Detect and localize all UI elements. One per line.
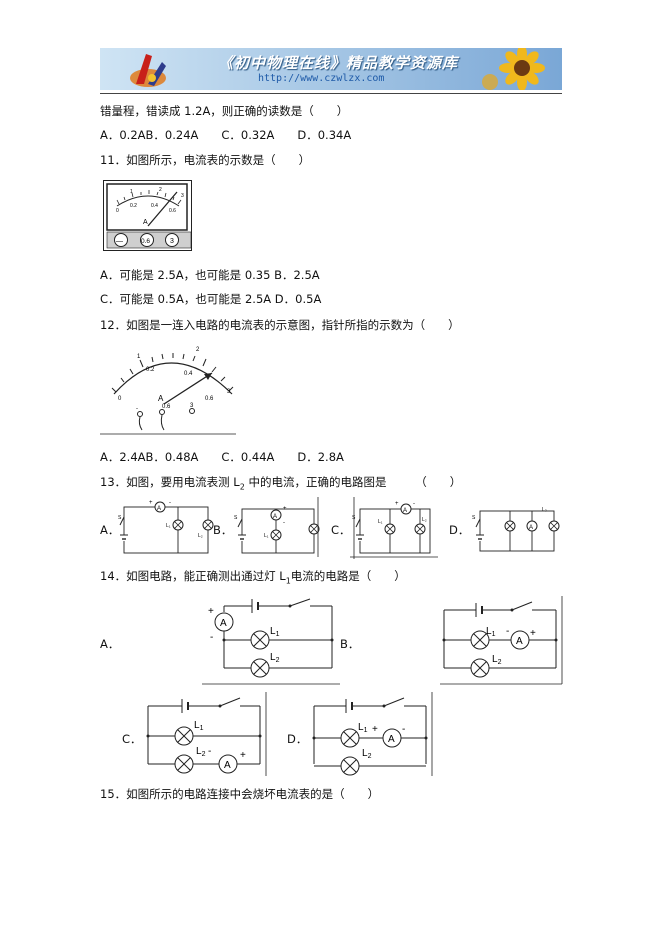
svg-text:S: S [118, 515, 122, 521]
svg-text:S: S [234, 515, 238, 521]
svg-text:L2: L2 [270, 652, 280, 664]
q12-ammeter-figure: 0 1 0.2 2 0.4 3 0.6 A - 0.6 3 [100, 347, 236, 435]
q12-terminal-3: 3 [190, 403, 194, 409]
svg-text:+: + [149, 500, 153, 506]
q12-tick-0-4: 0.4 [184, 371, 193, 377]
svg-text:-: - [208, 746, 211, 757]
svg-text:A: A [388, 734, 395, 745]
q11-option-1: A．可能是 2.5A，也可能是 0.35 B．2.5A [100, 268, 320, 282]
q12-text: 12．如图是一连入电路的电流表的示意图，指针所指的示数为（ ） [100, 318, 460, 332]
q14-label-a: A． [100, 637, 120, 651]
logo-icon [130, 54, 166, 87]
q11-terminal-3: 3 [170, 238, 174, 245]
q14-circuit-a: A + - L1 L2 [202, 598, 340, 685]
svg-text:+: + [283, 506, 287, 512]
q11-tick-0-4: 0.4 [151, 203, 158, 209]
q13-text: 13．如图，要用电流表测 L2 中的电流，正确的电路图是 （ ） [100, 475, 462, 492]
q12-tick-0: 0 [118, 396, 122, 402]
header-rule [100, 93, 562, 94]
q14-label-c: C． [122, 732, 142, 746]
q11-tick-1: 1 [130, 189, 133, 195]
q14-label-b: B． [340, 637, 360, 651]
q14-label-d: D． [287, 732, 308, 746]
q12-tick-3: 3 [227, 389, 231, 395]
q11-tick-2: 2 [159, 187, 162, 193]
svg-text:+: + [208, 606, 214, 617]
svg-text:L1: L1 [358, 722, 368, 734]
svg-text:L₁: L₁ [166, 523, 171, 529]
sunflower-icon [482, 48, 545, 90]
q11-text: 11．如图所示，电流表的示数是（ ） [100, 153, 311, 167]
banner-url: http://www.czwlzx.com [258, 73, 385, 84]
q13-circuit-a: A + - L₁ L₂ S [118, 500, 214, 554]
svg-text:L2: L2 [196, 746, 206, 758]
q11-tick-0-2: 0.2 [130, 203, 137, 209]
svg-text:-: - [506, 626, 509, 637]
svg-text:L₂: L₂ [198, 533, 203, 539]
q12-tick-1: 1 [137, 354, 141, 360]
q13-label-b: B． [213, 523, 233, 537]
q13-label-d: D． [449, 523, 470, 537]
banner-title: 《初中物理在线》精品教学资源库 [218, 54, 459, 72]
q11-option-2: C．可能是 0.5A，也可能是 2.5A D．0.5A [100, 292, 322, 306]
svg-text:L₂: L₂ [542, 507, 547, 513]
q11-terminal-0-6: 0.6 [141, 238, 150, 245]
svg-text:-: - [169, 500, 171, 506]
q12-tick-0-2: 0.2 [146, 367, 155, 373]
svg-text:L1: L1 [270, 626, 280, 638]
svg-text:L₁: L₁ [378, 519, 383, 525]
q13-circuit-d: A L₂ S [472, 507, 560, 552]
svg-text:L₁: L₁ [264, 533, 269, 539]
q13-label-a: A． [100, 523, 120, 537]
q14-circuit-b: L1 A - + L2 [440, 596, 563, 685]
q10-options: A．0.2AB．0.24A C．0.32A D．0.34A [100, 128, 352, 142]
svg-text:-: - [210, 632, 213, 643]
svg-text:L2: L2 [492, 654, 502, 666]
q12-terminal-0-6: 0.6 [162, 404, 171, 410]
q13-circuit-c: A + - L₁ L₂ S [350, 497, 438, 559]
q12-options: A．2.4AB．0.48A C．0.44A D．2.8A [100, 450, 344, 464]
svg-text:A: A [224, 760, 231, 771]
svg-text:-: - [413, 501, 415, 507]
q15-text: 15．如图所示的电路连接中会烧坏电流表的是（ ） [100, 787, 380, 801]
svg-text:-: - [283, 520, 285, 526]
q12-tick-2: 2 [196, 347, 200, 353]
q11-unit: A [143, 219, 148, 226]
q14-circuit-d: L1 + A - L2 [312, 692, 433, 776]
svg-text:-: - [402, 724, 405, 735]
svg-text:L1: L1 [194, 720, 204, 732]
svg-text:L2: L2 [362, 748, 372, 760]
svg-text:+: + [530, 628, 536, 639]
svg-text:L₂: L₂ [422, 517, 427, 523]
svg-text:+: + [240, 750, 246, 761]
svg-text:A: A [529, 525, 533, 531]
q11-ammeter-figure: 0 0.2 0.4 0.6 1 2 3 A — 0.6 3 [103, 180, 192, 251]
svg-text:A: A [220, 618, 227, 629]
svg-text:+: + [372, 724, 378, 735]
q14-circuit-c: L1 L2 - A + [146, 692, 267, 776]
q11-terminal-minus: — [116, 238, 123, 245]
svg-text:L1: L1 [486, 626, 496, 638]
q11-tick-3: 3 [181, 193, 184, 199]
header-banner: 《初中物理在线》精品教学资源库 http://www.czwlzx.com [100, 48, 562, 90]
svg-text:A: A [273, 514, 277, 520]
q12-unit: A [158, 394, 164, 403]
svg-text:A: A [403, 508, 407, 514]
q13-label-c: C． [331, 523, 351, 537]
q14-text: 14．如图电路，能正确测出通过灯 L1电流的电路是（ ） [100, 569, 406, 586]
q10-text: 错量程，错读成 1.2A，则正确的读数是（ ） [100, 104, 349, 118]
q11-tick-0-6: 0.6 [169, 208, 176, 214]
q11-tick-0: 0 [116, 208, 119, 214]
q13-circuit-b: A + - L₁ S [234, 497, 320, 557]
svg-text:+: + [395, 501, 399, 507]
svg-text:S: S [472, 515, 476, 521]
svg-text:A: A [516, 636, 523, 647]
svg-text:A: A [157, 506, 161, 512]
q12-terminal-minus: - [136, 406, 138, 412]
q12-tick-0-6: 0.6 [205, 396, 214, 402]
